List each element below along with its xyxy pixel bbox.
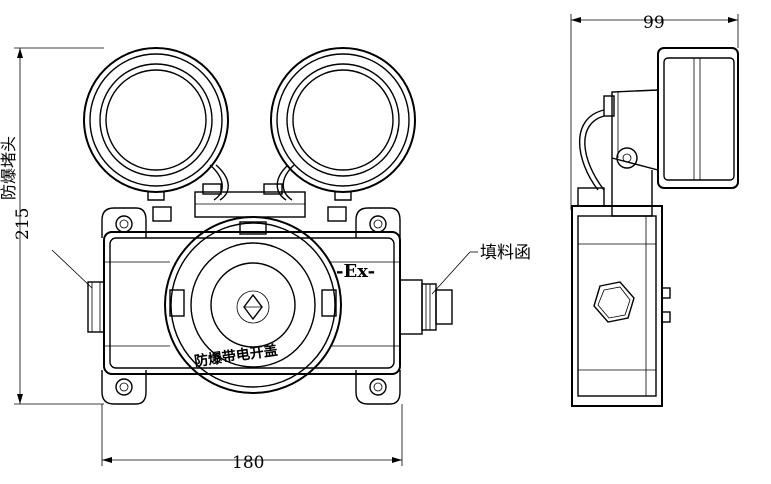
ex-mark: -Ex-	[336, 261, 375, 282]
center-lid	[164, 216, 342, 394]
front-view	[83, 47, 453, 405]
width-dimension	[101, 404, 403, 466]
right-cable-gland	[399, 279, 453, 335]
side-view	[571, 47, 739, 407]
left-callout-leader	[51, 249, 93, 289]
depth-label: 99	[643, 13, 665, 33]
left-callout-label: 防爆堵头	[0, 136, 18, 200]
left-lamp-head	[83, 47, 229, 201]
right-callout-label: 填料函	[480, 243, 531, 263]
right-lamp-head	[270, 47, 416, 201]
height-label: 215	[13, 208, 33, 240]
width-label: 180	[232, 453, 264, 473]
depth-dimension	[570, 14, 739, 210]
enclosure-body	[101, 207, 401, 405]
lamp-cables	[209, 164, 295, 201]
right-callout-leader	[431, 251, 478, 295]
left-blanking-plug	[87, 281, 105, 333]
top-bracket	[152, 183, 347, 222]
height-dimension	[14, 47, 104, 405]
